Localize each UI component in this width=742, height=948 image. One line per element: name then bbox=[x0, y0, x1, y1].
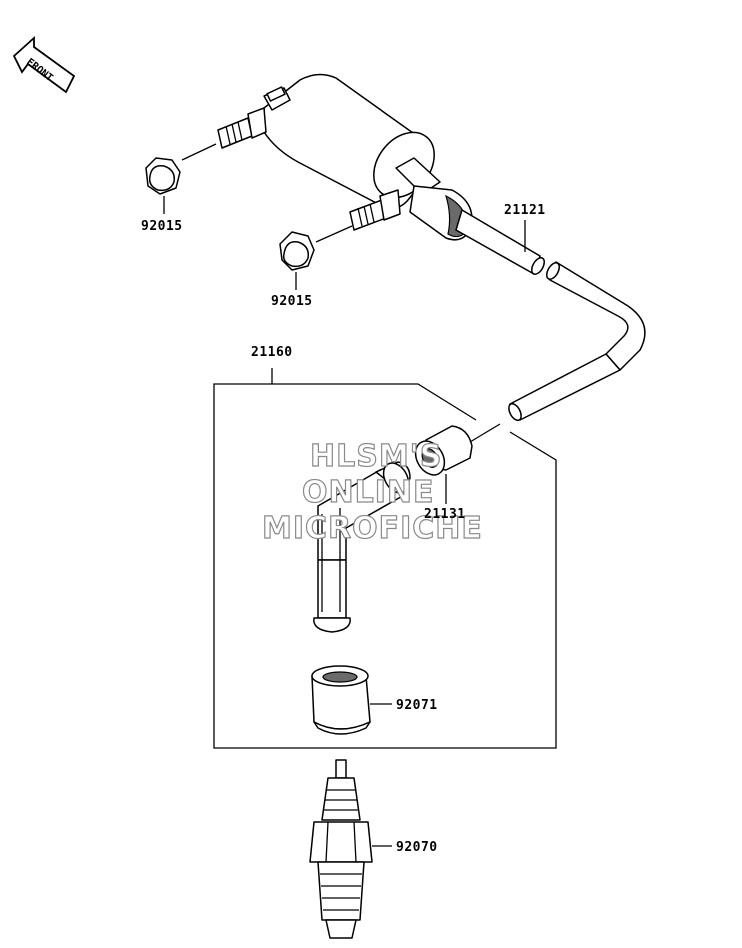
part-number-21160[interactable]: 21160 bbox=[251, 345, 293, 360]
watermark-line-3: MICROFICHE bbox=[262, 511, 483, 546]
coil-stud-lower bbox=[349, 189, 401, 231]
spark-plug-cap[interactable] bbox=[313, 459, 414, 633]
front-arrow-icon: FRONT bbox=[12, 35, 76, 94]
spark-plug-icon[interactable] bbox=[309, 759, 392, 939]
part-number-92071[interactable]: 92071 bbox=[396, 698, 438, 713]
part-number-92015-upper[interactable]: 92015 bbox=[141, 219, 183, 234]
watermark-line-2: ONLINE bbox=[302, 475, 435, 510]
seal-icon[interactable] bbox=[311, 665, 392, 735]
part-number-21121[interactable]: 21121 bbox=[504, 203, 546, 218]
watermark-line-1: HLSM'S bbox=[310, 439, 442, 474]
ignition-coil[interactable] bbox=[217, 73, 473, 241]
high-tension-lead bbox=[455, 209, 646, 422]
nut-upper-icon[interactable] bbox=[145, 143, 217, 214]
part-number-92070[interactable]: 92070 bbox=[396, 840, 438, 855]
coil-stud-upper bbox=[217, 107, 267, 149]
part-number-21131[interactable]: 21131 bbox=[424, 507, 466, 522]
nut-lower-icon[interactable] bbox=[279, 225, 353, 290]
part-number-92015-lower[interactable]: 92015 bbox=[271, 294, 313, 309]
assembly-boundary bbox=[213, 368, 557, 749]
plug-terminal-icon[interactable] bbox=[410, 423, 501, 504]
watermark: HLSM'S ONLINE MICROFICHE bbox=[261, 438, 483, 546]
